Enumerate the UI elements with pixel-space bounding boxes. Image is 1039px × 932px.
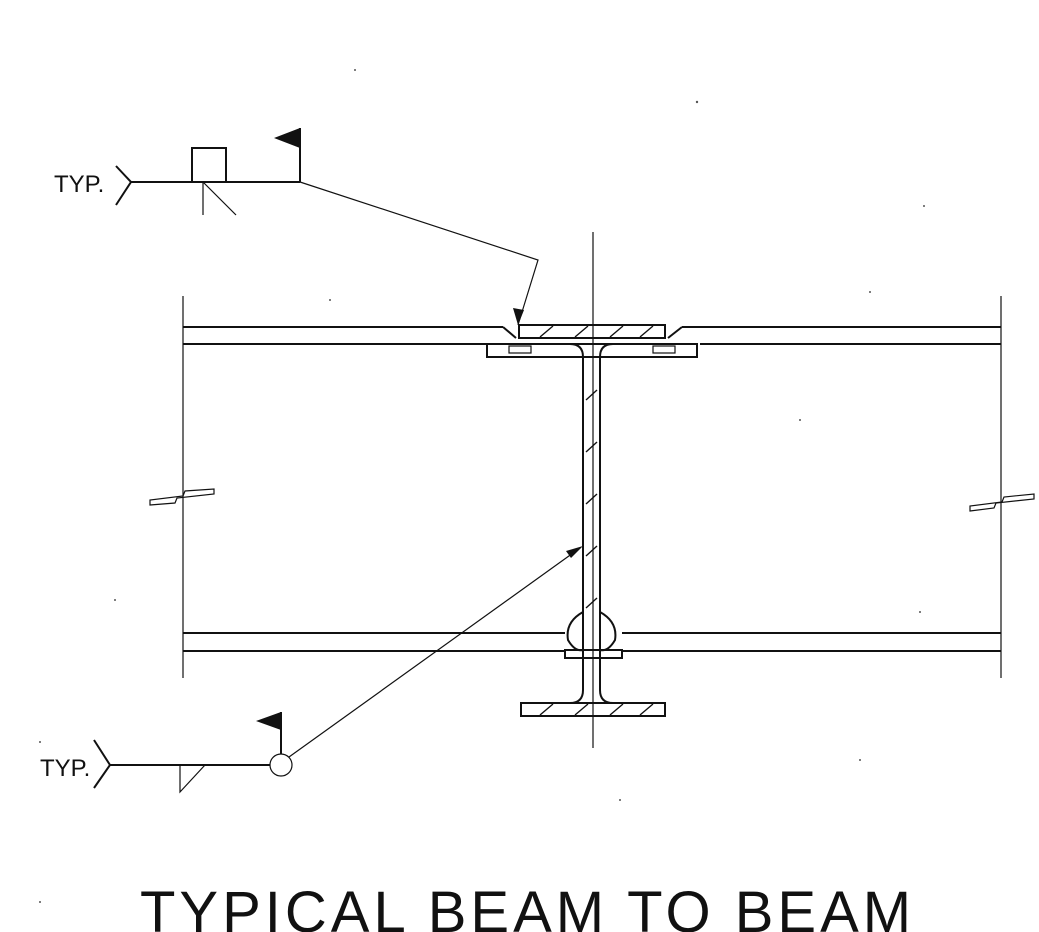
leader-line-bottom [288,547,581,758]
drawing-title: TYPICAL BEAM TO BEAM [140,880,915,932]
bottom-weld-note: TYP. [40,755,90,782]
arrowhead-bottom [566,546,583,558]
top-weld-symbol: TYP. [54,128,539,326]
girder-bottom-flange [520,689,666,717]
leader-line-top [299,181,539,326]
all-around-circle [269,753,293,777]
field-weld-flag-bottom [256,712,281,730]
arrowhead-top [513,308,524,325]
field-weld-flag-top [274,128,300,148]
bottom-weld-symbol: TYP. [40,546,583,794]
bottom-seat [564,649,623,659]
scan-noise [39,69,925,903]
girder-web [569,343,614,690]
top-weld-note: TYP. [54,171,104,198]
break-symbol-right [969,493,1035,512]
right-beam [622,296,1035,678]
break-symbol-left [149,488,215,506]
top-splice-plate [486,324,698,358]
left-beam [149,296,565,678]
fillet-weld-bulb [566,611,617,652]
